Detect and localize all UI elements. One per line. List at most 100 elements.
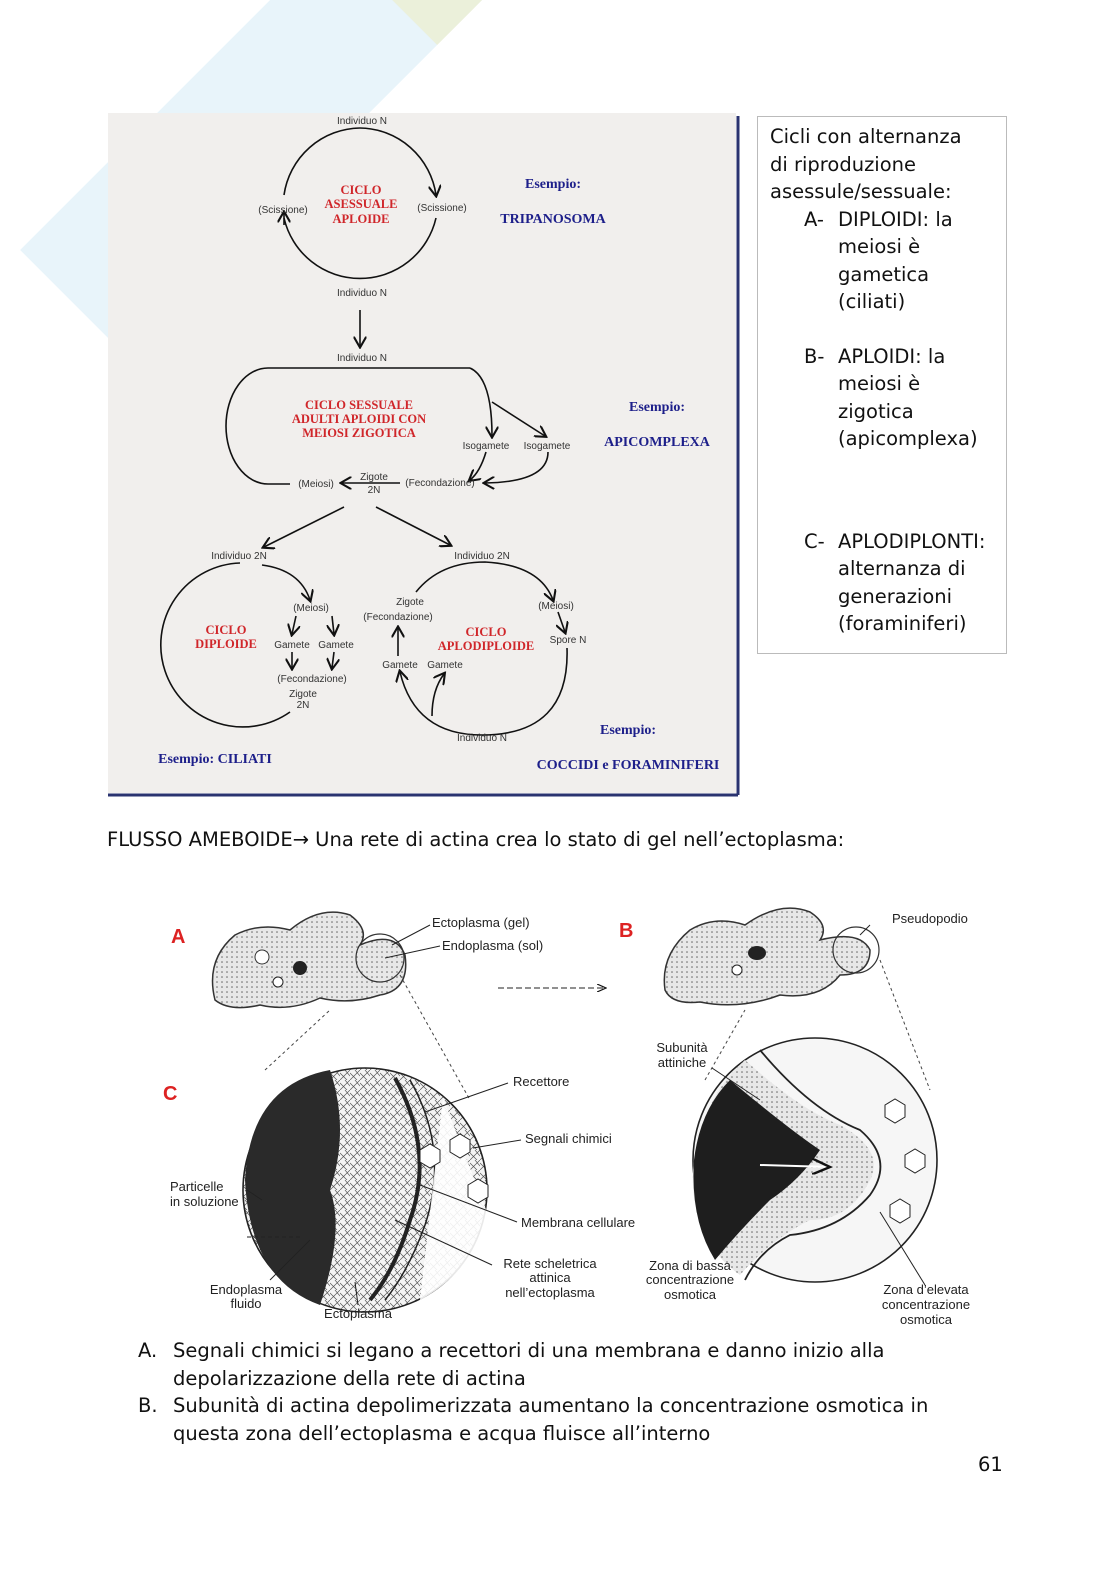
label-rete: Rete scheletrica [503, 1256, 597, 1271]
amoeba-a [211, 911, 407, 1009]
item-line: meiosi è [838, 372, 921, 395]
label: Zigote [360, 472, 388, 483]
intro-line: asessule/sessuale: [770, 180, 952, 203]
cycle-title: ASESSUALE [325, 197, 398, 211]
item-line: (apicomplexa) [838, 427, 978, 450]
example: Esempio: CILIATI [158, 752, 272, 767]
cycle-title: CICLO SESSUALE [305, 398, 413, 412]
label: Isogamete [463, 441, 510, 452]
label-endoplasma-fluido: fluido [230, 1296, 261, 1311]
label: Individuo 2N [454, 551, 510, 562]
item-line: APLODIPLONTI: [838, 529, 986, 553]
label: 2N [297, 700, 310, 711]
cycle-title: MEIOSI ZIGOTICA [302, 426, 416, 440]
item-line: alternanza di [838, 557, 966, 580]
summary-item: A- DIPLOIDI: la meiosi è gametica (ciliati) [804, 206, 1006, 316]
cycle-title: CICLO [466, 625, 507, 639]
page-number: 61 [978, 1453, 1003, 1476]
intro-line: di riproduzione [770, 152, 917, 176]
example: APICOMPLEXA [604, 435, 711, 450]
amoeba-b [663, 907, 871, 1006]
label: Individuo N [337, 353, 387, 364]
label-subunita: Subunità [656, 1040, 708, 1055]
label-elevata: osmotica [900, 1312, 953, 1327]
label: Zigote [289, 689, 317, 700]
label-ectoplasma: Ectoplasma [324, 1306, 393, 1321]
label: (Fecondazione) [363, 612, 432, 623]
label: (Meiosi) [293, 603, 329, 614]
label: Individuo N [337, 288, 387, 299]
label: (Meiosi) [538, 601, 574, 612]
item-line: (foraminiferi) [838, 612, 967, 635]
label: Spore N [550, 635, 587, 646]
label-ectoplasma-gel: Ectoplasma (gel) [432, 915, 530, 930]
cycle-title: APLOIDE [333, 212, 390, 226]
label-endoplasma-fluido: Endoplasma [210, 1282, 283, 1297]
label: (Fecondazione) [277, 674, 346, 685]
cycle-title: APLODIPLOIDE [438, 639, 535, 653]
label: (Fecondazione) [405, 478, 474, 489]
label-pseudopodio: Pseudopodio [892, 911, 968, 926]
item-line: meiosi è [838, 235, 921, 258]
list-letter: A. [138, 1339, 158, 1362]
list-item: A.Segnali chimici si legano a recettori … [138, 1337, 998, 1392]
item-letter: C- [804, 529, 825, 553]
label: 2N [368, 485, 381, 496]
cycle-title: CICLO [341, 183, 382, 197]
explanation-list: A.Segnali chimici si legano a recettori … [138, 1337, 998, 1447]
label: (Scissione) [417, 203, 466, 214]
list-letter: B. [138, 1394, 158, 1417]
item-letter: A- [804, 207, 824, 231]
label: Individuo 2N [211, 551, 267, 562]
label-bassa: osmotica [664, 1287, 717, 1302]
example-label: Esempio: [600, 723, 656, 738]
amoeboid-flow-diagram: A B C [163, 907, 970, 1327]
cycles-summary-box: Cicli con alternanza di riproduzione ase… [757, 116, 1007, 654]
label-membrana: Membrana cellulare [521, 1215, 635, 1230]
cycle-title: CICLO [206, 623, 247, 637]
item-line: zigotica [838, 399, 914, 423]
label-rete: attinica [529, 1270, 571, 1285]
label-bassa: concentrazione [646, 1272, 734, 1287]
intro-line: Cicli con alternanza [770, 125, 962, 148]
label: Zigote [396, 597, 424, 608]
item-line: gametica [838, 262, 930, 286]
label: (Meiosi) [298, 479, 334, 490]
label-rete: nell’ectoplasma [505, 1285, 595, 1300]
panel-label-a: A [171, 926, 185, 948]
example-label: Esempio: [525, 177, 581, 192]
arrow-icon: → [292, 828, 309, 851]
list-item: B. Subunità di actina depolimerizzata aum… [138, 1392, 998, 1447]
item-line: APLOIDI: la [838, 344, 946, 368]
example: TRIPANOSOMA [500, 212, 606, 227]
summary-item: B- APLOIDI: la meiosi è zigotica (apicomple… [804, 343, 1006, 453]
magnified-ectoplasm [242, 1067, 489, 1313]
label: Gamete [274, 640, 310, 651]
label-particelle: Particelle [170, 1179, 223, 1194]
item-letter: B- [804, 344, 825, 368]
cycle-title: DIPLOIDE [195, 637, 257, 651]
label: Individuo N [457, 733, 507, 744]
item-line: (ciliati) [838, 290, 906, 313]
label-subunita: attiniche [658, 1055, 706, 1070]
label: Individuo N [337, 116, 387, 127]
label-elevata: Zona d’elevata [883, 1282, 969, 1297]
list-text: Subunità di actina depolimerizzata aumen… [173, 1394, 929, 1445]
caption-head: FLUSSO AMEBOIDE [107, 828, 293, 851]
example-label: Esempio: [629, 400, 685, 415]
label: (Scissione) [258, 205, 307, 216]
label-segnali: Segnali chimici [525, 1131, 612, 1146]
label-elevata: concentrazione [882, 1297, 970, 1312]
label: Gamete [382, 660, 418, 671]
example: COCCIDI e FORAMINIFERI [537, 758, 720, 773]
label-particelle: in soluzione [170, 1194, 239, 1209]
label-endoplasma-sol: Endoplasma (sol) [442, 938, 543, 953]
label-recettore: Recettore [513, 1074, 569, 1089]
panel-label-b: B [619, 920, 633, 942]
caption-text: Una rete di actina crea lo stato di gel … [308, 828, 845, 851]
magnified-pseudopod [692, 1037, 938, 1283]
item-line: DIPLOIDI: la [838, 207, 953, 231]
cycle-title: ADULTI APLOIDI CON [292, 412, 426, 426]
